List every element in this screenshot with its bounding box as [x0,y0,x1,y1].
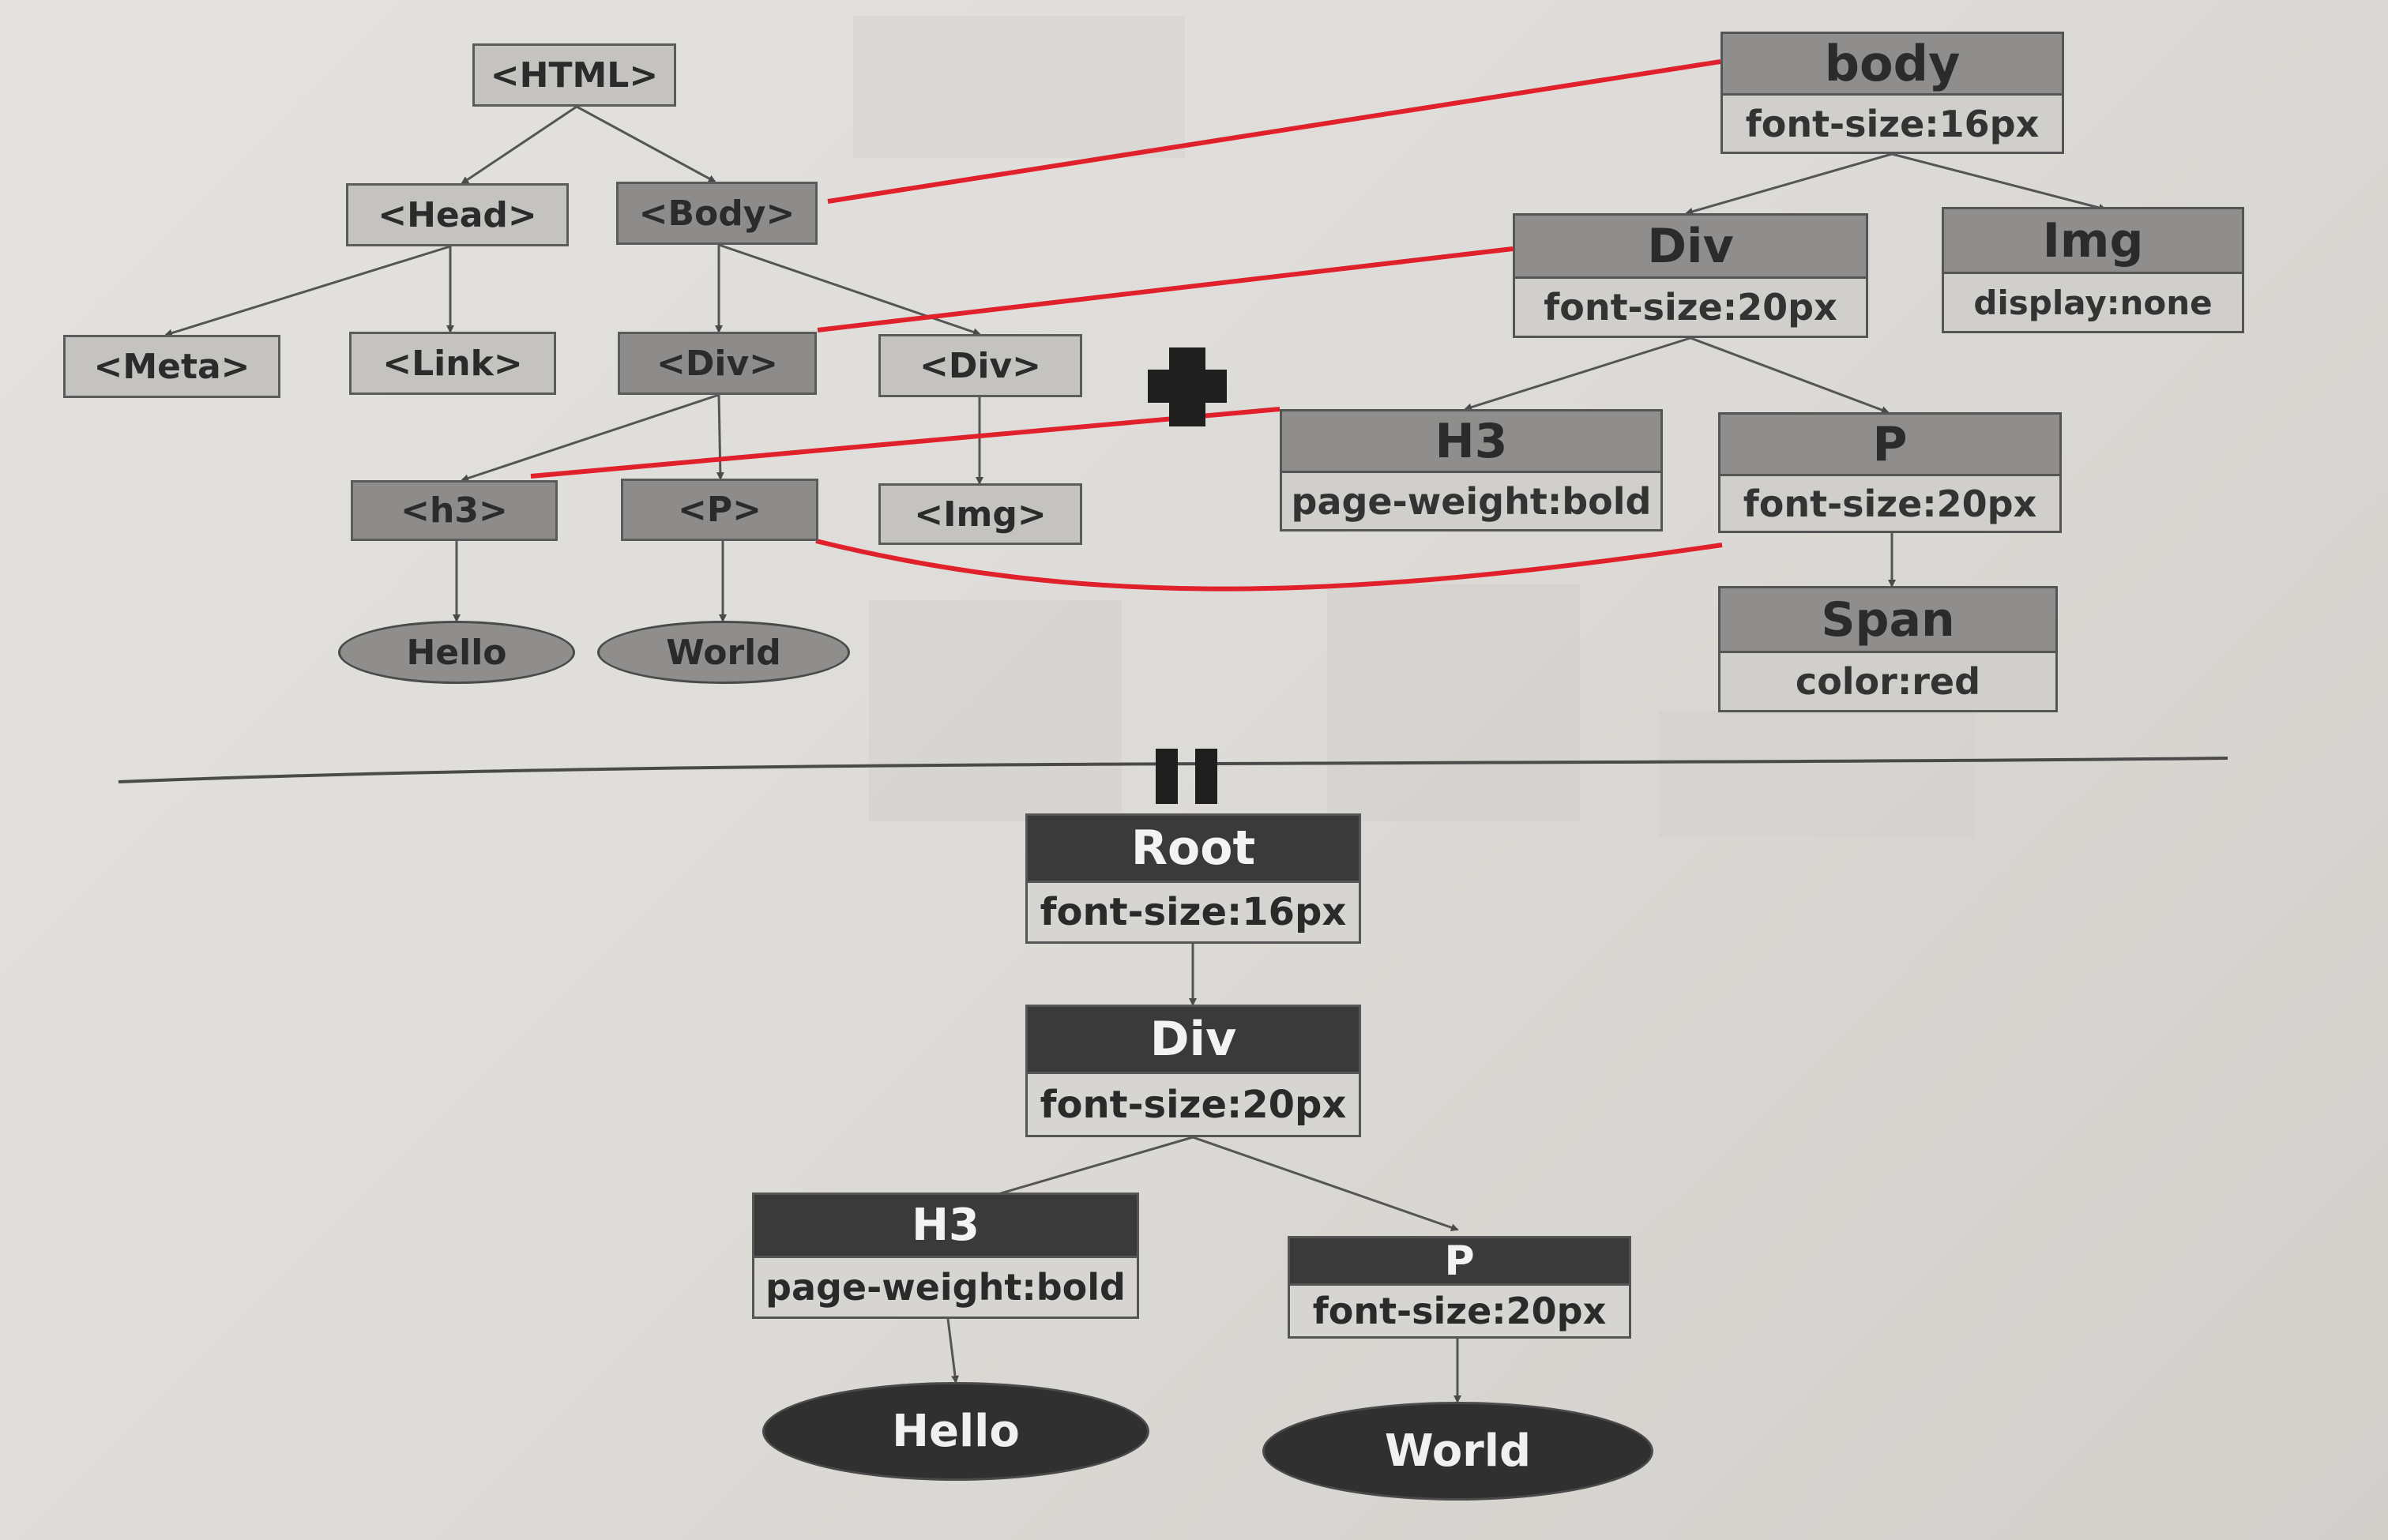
render-node-p: P font-size:20px [1288,1236,1631,1339]
dom-node-h3: <h3> [351,480,558,541]
render-node-div-name: Div [1028,1007,1359,1074]
cssom-node-span-rule: color:red [1720,653,2055,710]
render-node-root-name: Root [1028,816,1359,883]
render-node-h3-rule: page-weight:bold [754,1258,1137,1317]
cssom-node-span: Span color:red [1718,586,2058,712]
cssom-node-p-name: P [1720,415,2059,476]
render-node-root-rule: font-size:16px [1028,883,1359,941]
render-node-div: Div font-size:20px [1025,1005,1361,1137]
dom-node-body: <Body> [616,182,818,245]
render-node-p-rule: font-size:20px [1290,1286,1629,1336]
plus-icon [1148,347,1227,426]
dom-node-img: <Img> [878,483,1082,545]
cssom-node-img-rule: display:none [1944,274,2242,331]
cssom-node-body-name: body [1723,34,2062,96]
render-text-world: World [1262,1402,1653,1501]
cssom-edges [1464,152,2107,588]
cssom-node-span-name: Span [1720,588,2055,653]
cssom-node-div-rule: font-size:20px [1515,279,1866,336]
section-divider [118,757,2228,783]
cssom-node-body: body font-size:16px [1720,32,2064,154]
cssom-node-h3-rule: page-weight:bold [1282,473,1660,529]
cssom-node-div: Div font-size:20px [1513,213,1868,338]
equals-icon [1156,749,1217,804]
dom-node-link: <Link> [349,332,556,395]
cssom-node-img: Img display:none [1942,207,2244,333]
cssom-node-h3: H3 page-weight:bold [1280,409,1663,531]
dom-node-head: <Head> [346,183,569,246]
dom-text-hello: Hello [338,621,575,684]
dom-node-meta: <Meta> [63,335,280,398]
render-node-root: Root font-size:16px [1025,813,1361,944]
match-lines [530,59,1723,592]
dom-node-div-secondary: <Div> [878,334,1082,397]
render-node-p-name: P [1290,1238,1629,1286]
dom-node-p: <P> [621,479,818,541]
dom-edges [164,105,983,622]
render-node-div-rule: font-size:20px [1028,1074,1359,1135]
cssom-node-h3-name: H3 [1282,411,1660,473]
cssom-node-p: P font-size:20px [1718,412,2062,533]
dom-text-world: World [597,621,850,684]
background-print [853,16,1975,837]
dom-node-div: <Div> [618,332,817,395]
cssom-node-div-name: Div [1515,216,1866,279]
cssom-node-img-name: Img [1944,209,2242,274]
render-node-h3: H3 page-weight:bold [752,1193,1139,1319]
render-node-h3-name: H3 [754,1195,1137,1258]
cssom-node-body-rule: font-size:16px [1723,96,2062,152]
render-text-hello: Hello [762,1382,1149,1481]
dom-node-html: <HTML> [472,43,676,107]
cssom-node-p-rule: font-size:20px [1720,476,2059,531]
